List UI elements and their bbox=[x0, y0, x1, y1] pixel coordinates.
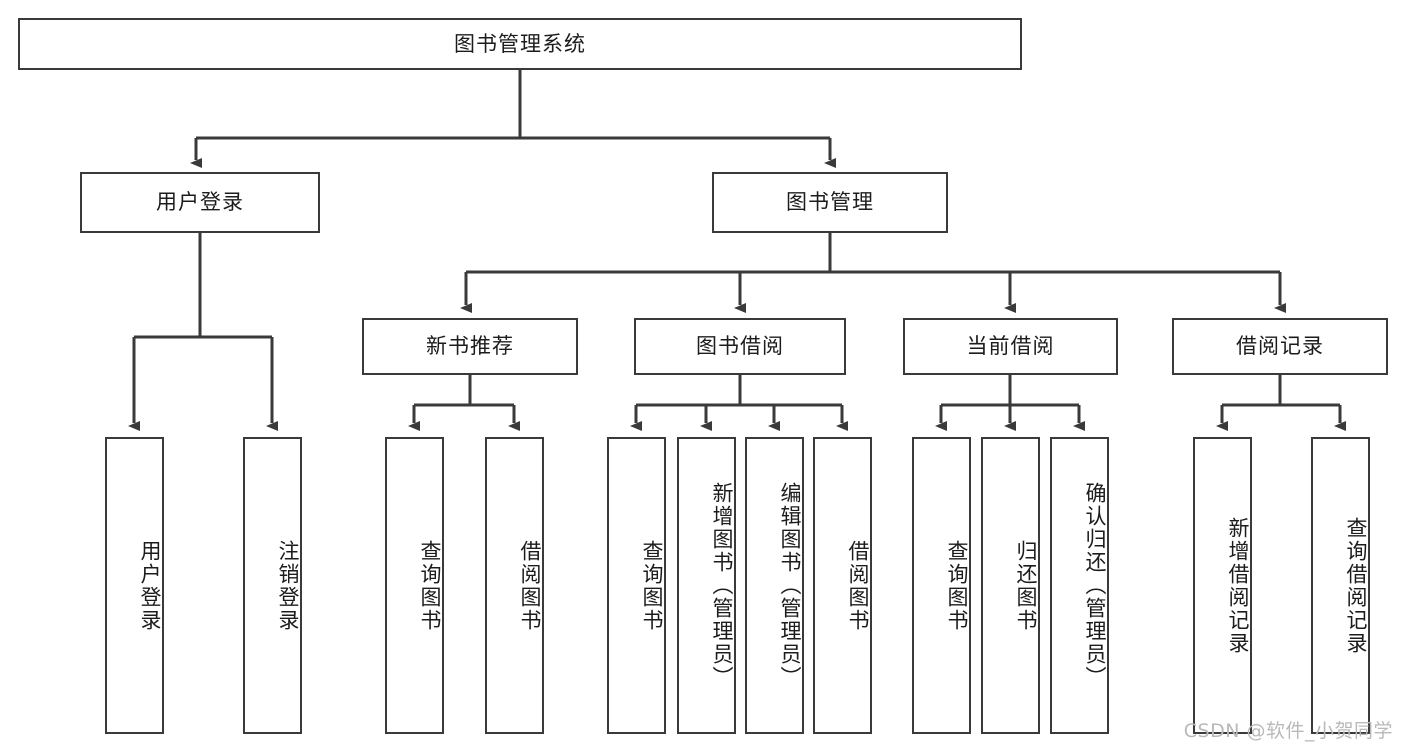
node-new-book-recommend[interactable]: 新书推荐 bbox=[362, 318, 578, 375]
node-leaf-confirm-return[interactable]: 确认归还（管理员） bbox=[1050, 437, 1109, 734]
node-label: 用户登录 bbox=[156, 190, 244, 215]
node-book-borrow[interactable]: 图书借阅 bbox=[634, 318, 846, 375]
node-label: 用户登录 bbox=[138, 539, 162, 632]
node-label: 新书推荐 bbox=[426, 334, 514, 359]
node-label: 借阅图书 bbox=[846, 539, 870, 632]
node-leaf-query-book-2[interactable]: 查询图书 bbox=[607, 437, 666, 734]
node-leaf-logout-login[interactable]: 注销登录 bbox=[243, 437, 302, 734]
node-label: 查询图书 bbox=[945, 539, 969, 632]
node-leaf-add-borrow-record[interactable]: 新增借阅记录 bbox=[1193, 437, 1252, 734]
node-label: 查询借阅记录 bbox=[1344, 516, 1368, 655]
node-label: 确认归还（管理员） bbox=[1083, 482, 1107, 689]
node-label: 查询图书 bbox=[418, 539, 442, 632]
watermark-text: CSDN @软件_小贺同学 bbox=[1183, 720, 1393, 742]
node-leaf-add-book[interactable]: 新增图书（管理员） bbox=[677, 437, 736, 734]
node-leaf-user-login[interactable]: 用户登录 bbox=[105, 437, 164, 734]
node-label: 归还图书 bbox=[1014, 539, 1038, 632]
node-leaf-query-book-1[interactable]: 查询图书 bbox=[385, 437, 444, 734]
node-label: 新增图书（管理员） bbox=[710, 482, 734, 689]
node-label: 注销登录 bbox=[276, 539, 300, 632]
node-current-borrow[interactable]: 当前借阅 bbox=[903, 318, 1118, 375]
node-label: 查询图书 bbox=[640, 539, 664, 632]
node-leaf-edit-book[interactable]: 编辑图书（管理员） bbox=[745, 437, 804, 734]
node-leaf-query-borrow-record[interactable]: 查询借阅记录 bbox=[1311, 437, 1370, 734]
node-user-login[interactable]: 用户登录 bbox=[80, 172, 320, 233]
node-label: 新增借阅记录 bbox=[1226, 516, 1250, 655]
node-label: 编辑图书（管理员） bbox=[778, 482, 802, 689]
node-borrow-record[interactable]: 借阅记录 bbox=[1172, 318, 1388, 375]
node-label: 借阅图书 bbox=[518, 539, 542, 632]
node-label: 图书管理系统 bbox=[454, 31, 586, 56]
node-label: 图书借阅 bbox=[696, 334, 784, 359]
node-leaf-return-book[interactable]: 归还图书 bbox=[981, 437, 1040, 734]
node-book-management-system[interactable]: 图书管理系统 bbox=[18, 18, 1022, 70]
node-leaf-borrow-book-1[interactable]: 借阅图书 bbox=[485, 437, 544, 734]
node-book-management[interactable]: 图书管理 bbox=[712, 172, 948, 233]
node-label: 当前借阅 bbox=[966, 334, 1055, 359]
node-label: 借阅记录 bbox=[1236, 334, 1324, 359]
node-label: 图书管理 bbox=[786, 190, 874, 215]
node-leaf-query-book-3[interactable]: 查询图书 bbox=[912, 437, 971, 734]
node-leaf-borrow-book-2[interactable]: 借阅图书 bbox=[813, 437, 872, 734]
